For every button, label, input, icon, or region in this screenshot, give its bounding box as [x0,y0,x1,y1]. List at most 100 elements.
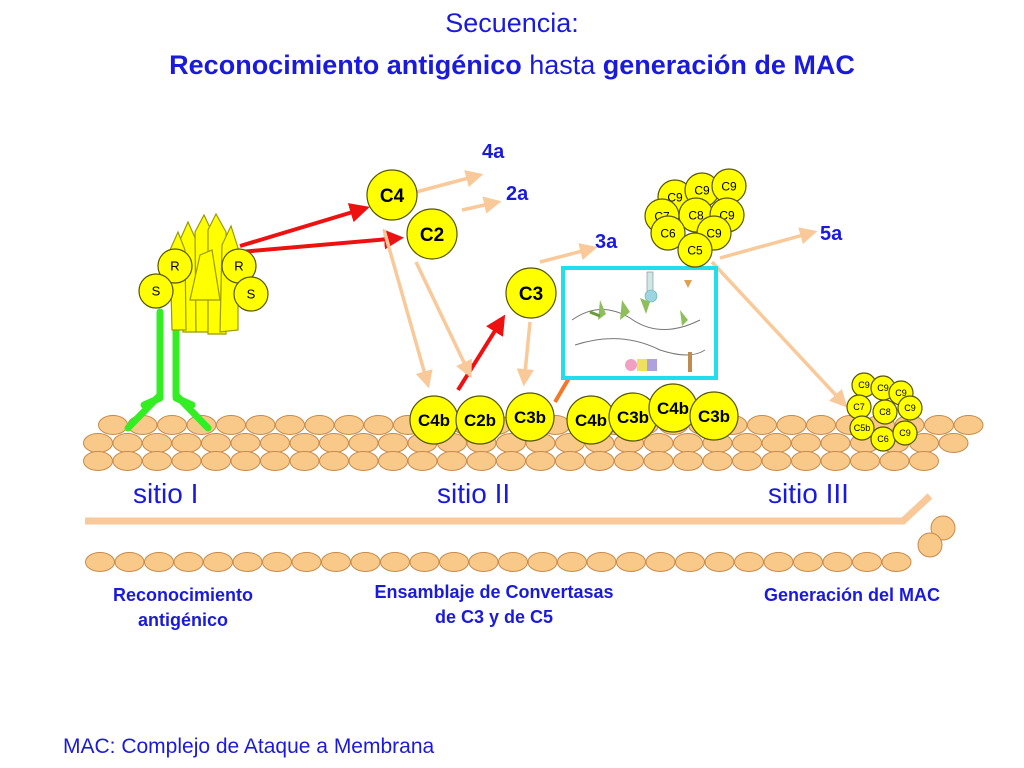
c1s-subunit-left: S [138,273,174,309]
caption-convertase-assembly: Ensamblaje de Convertasas de C3 y de C5 [332,580,656,630]
c3-component: C3 [505,267,557,319]
svg-text:C5b: C5b [854,423,871,433]
membrane-bead [761,451,792,471]
membrane-bead [201,451,231,471]
antibody-icon [124,308,212,432]
membrane-bead [791,451,821,471]
mac-c9: C9 [897,395,923,421]
membrane-bead [262,552,292,572]
svg-text:C6: C6 [877,434,889,444]
membrane-bead [498,552,528,572]
membrane-bead [938,433,969,453]
membrane-bead [673,433,703,453]
membrane-bead [245,415,276,435]
svg-text:C3b: C3b [514,408,546,427]
membrane-bead [747,415,777,435]
svg-text:R: R [170,259,179,274]
c1-complex-icon [169,212,239,335]
title-part-recognition: Reconocimiento antigénico [169,50,522,80]
svg-text:C9: C9 [706,226,722,240]
membrane-bead [616,552,646,572]
slide-title-line2: Reconocimiento antigénico hasta generaci… [0,50,1024,81]
svg-text:S: S [247,287,256,302]
svg-text:C9: C9 [667,190,683,204]
svg-text:C4b: C4b [657,399,689,418]
membrane-bead [953,415,984,435]
mac-c6: C6 [870,426,896,452]
membrane-bead [732,451,762,471]
svg-text:C3: C3 [519,284,543,305]
membrane-bead [468,552,499,572]
svg-text:C9: C9 [721,179,737,193]
membrane-bead [909,451,939,471]
svg-text:C9: C9 [694,183,710,197]
membrane-bead [83,451,113,471]
membrane-bead [850,451,880,471]
membrane-bead [643,433,674,453]
membrane-bead [171,451,202,471]
membrane-bead [776,415,807,435]
svg-text:C3b: C3b [617,408,649,427]
membrane-bead [555,451,585,471]
mac-c6: C6 [650,215,686,251]
c1r-subunit-left: R [157,248,193,284]
cell-membrane-upper [83,415,984,471]
caption-line: de C3 y de C5 [434,607,554,627]
membrane-bead [673,451,703,471]
membrane-bead [378,451,408,471]
membrane-bead [822,552,853,572]
membrane-bead [348,451,379,471]
c3b-bound: C3b [689,391,739,441]
cell-membrane-lower [85,552,912,572]
membrane-bead [496,451,526,471]
membrane-bead [409,552,440,572]
membrane-bead [734,552,764,572]
caption-line: Ensamblaje de Convertasas [374,582,614,602]
membrane-bead [334,415,364,435]
membrane-bead [806,415,836,435]
membrane-bead [466,451,497,471]
membrane-bead [171,433,202,453]
membrane-bead [83,433,113,453]
membrane-bead [291,552,322,572]
mac-c7: C7 [846,394,872,420]
membrane-bead [614,451,644,471]
membrane-bead [203,552,233,572]
membrane-bead [216,415,246,435]
membrane-bead [525,451,556,471]
c1s-subunit-right: S [233,276,269,312]
c4b-bound: C4b [566,395,616,445]
title-part-mac: generación de MAC [602,50,855,80]
svg-text:C9: C9 [904,403,916,413]
membrane-bead [917,532,943,558]
mac-c9: C9 [892,420,918,446]
membrane-bead [704,552,735,572]
c4b-bound: C4b [648,383,698,433]
membrane-bead [142,433,172,453]
svg-text:C4b: C4b [575,411,607,430]
site-label-2: sitio II [437,478,511,509]
c2b-bound: C2b [455,395,505,445]
membrane-bead [852,552,882,572]
svg-text:C2b: C2b [464,411,496,430]
svg-text:C9: C9 [899,428,911,438]
title-part-hasta: hasta [521,50,603,80]
membrane-bead [881,552,912,572]
membrane-bead [112,433,143,453]
release-arrows [382,170,848,408]
membrane-bead [378,433,408,453]
membrane-bead [112,451,143,471]
mac-c5: C5 [677,232,713,268]
membrane-bead [732,433,762,453]
c4b-bound: C4b [409,395,459,445]
membrane-bead [930,515,956,541]
membrane-edge-line [85,493,933,525]
membrane-bead [584,451,615,471]
fragment-label-2a: 2a [506,183,529,205]
mac-c5b: C5b [849,415,875,441]
svg-text:C8: C8 [879,407,891,417]
svg-text:C2: C2 [420,225,444,246]
caption-mac-generation: Generación del MAC [763,585,941,605]
site-label-3: sitio III [768,478,849,509]
